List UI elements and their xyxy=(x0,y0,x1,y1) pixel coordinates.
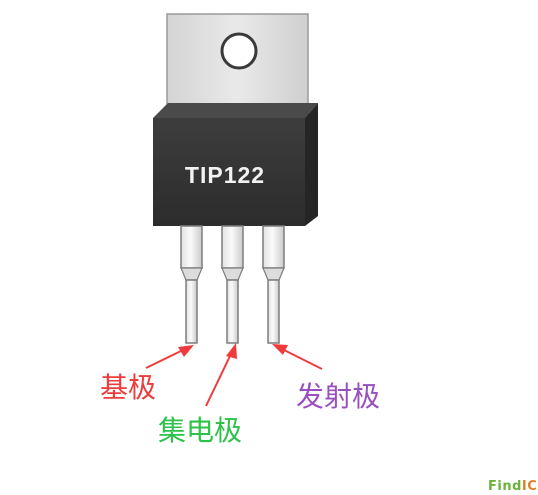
arrow-base xyxy=(145,345,194,369)
pin-base xyxy=(180,225,203,344)
arrow-collector xyxy=(205,343,237,407)
body-top-face xyxy=(153,103,318,118)
mounting-hole xyxy=(220,32,258,70)
pin-emitter xyxy=(262,225,285,344)
findic-watermark: FindIC xyxy=(488,480,537,493)
body-side-face xyxy=(305,103,318,226)
watermark-ic: IC xyxy=(521,479,538,494)
body-front-face xyxy=(153,118,305,226)
emitter-label: 发射极 xyxy=(296,380,381,413)
base-label: 基极 xyxy=(100,371,157,404)
transistor-body: TIP122 xyxy=(153,103,318,226)
metal-tab xyxy=(166,13,309,119)
watermark-find: Find xyxy=(488,479,522,494)
collector-label: 集电极 xyxy=(158,414,243,447)
pin-collector xyxy=(221,225,244,344)
part-number: TIP122 xyxy=(185,162,265,188)
arrow-emitter xyxy=(272,344,323,370)
